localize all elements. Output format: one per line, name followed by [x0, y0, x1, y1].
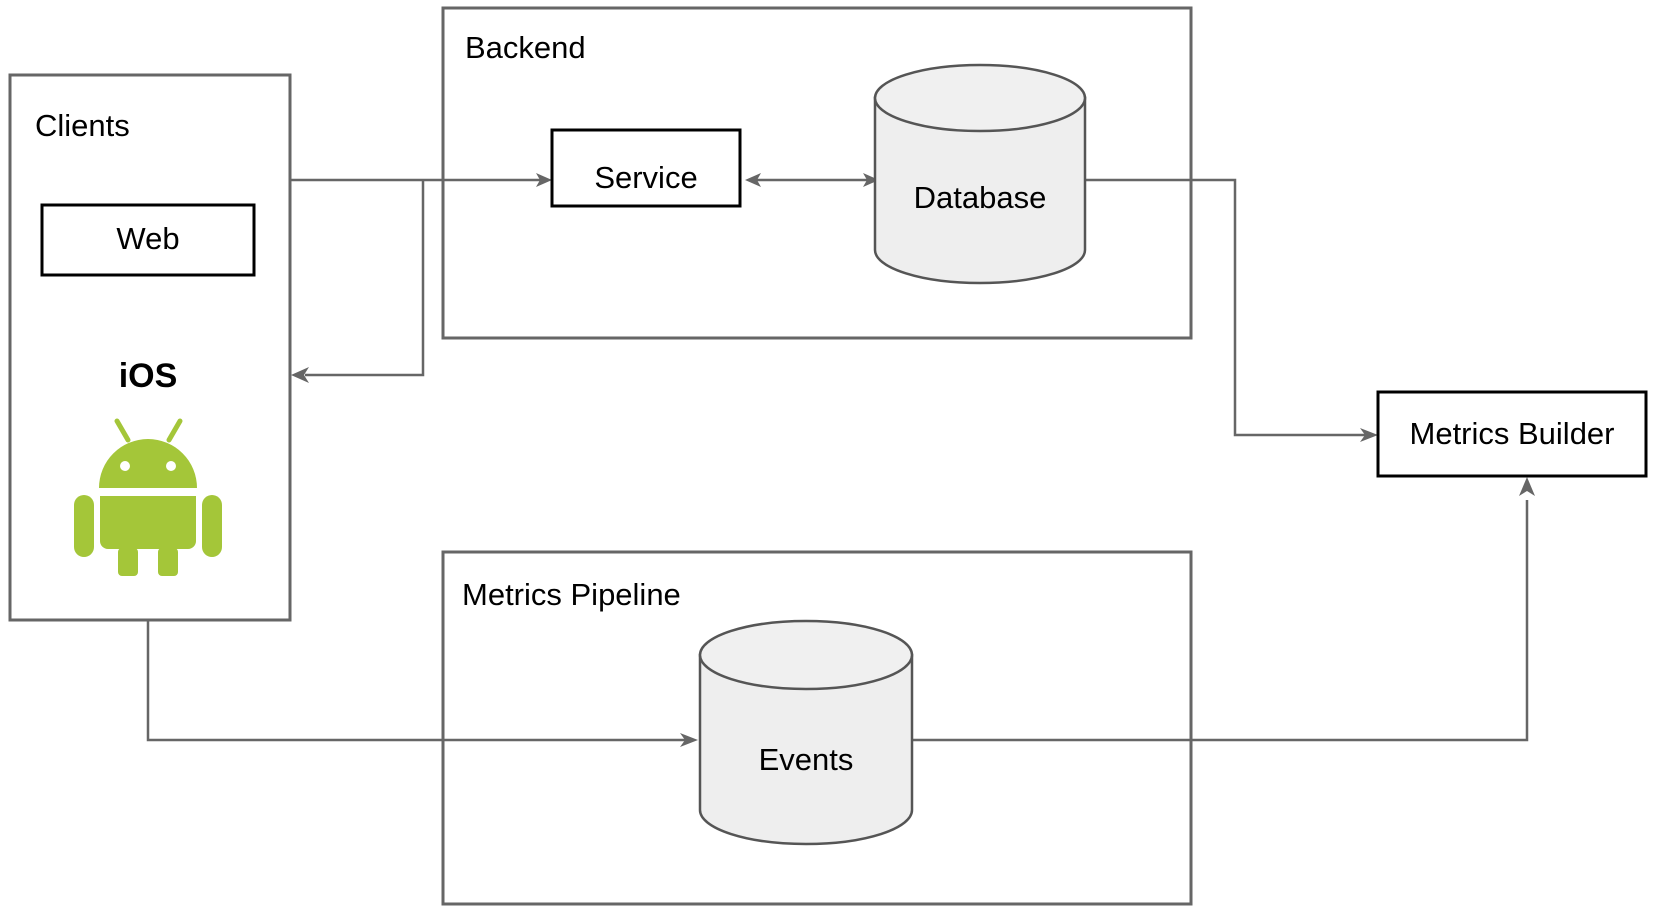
node-label-web: Web	[116, 221, 179, 256]
group-backend[interactable]	[441, 6, 1193, 340]
node-web[interactable]	[40, 203, 256, 277]
node-events[interactable]	[698, 619, 914, 846]
edge-backend-to-clients-line	[305, 180, 425, 377]
group-metrics-pipeline[interactable]	[441, 550, 1193, 906]
edge-database-to-service-arrowhead	[745, 173, 761, 187]
node-label-metrics-builder: Metrics Builder	[1410, 416, 1615, 451]
edge-database-to-metrics-builder-arrowhead	[1360, 428, 1378, 442]
node-label-service: Service	[594, 160, 697, 195]
edge-database-to-metrics-builder-line	[1086, 178, 1366, 437]
edge-service-to-database-arrowhead	[863, 173, 879, 187]
edge-clients-to-events-line	[146, 620, 685, 742]
edge-backend-to-clients-arrowhead	[291, 367, 309, 383]
node-service[interactable]	[550, 128, 742, 208]
android-robot-icon	[74, 418, 222, 576]
node-database[interactable]	[873, 63, 1087, 285]
node-label-database: Database	[914, 180, 1047, 215]
edge-clients-to-service-arrowhead	[536, 173, 552, 187]
node-label-ios: iOS	[119, 357, 178, 395]
edge-clients-to-events-arrowhead	[680, 733, 698, 747]
group-label-backend: Backend	[465, 30, 586, 65]
edge-events-to-metrics-builder-line	[912, 500, 1529, 742]
group-clients[interactable]	[8, 73, 292, 622]
edge-events-to-metrics-builder-arrowhead	[1519, 477, 1535, 496]
node-label-events: Events	[759, 742, 854, 777]
node-metrics-builder[interactable]	[1376, 390, 1648, 478]
group-label-metrics-pipeline: Metrics Pipeline	[462, 577, 681, 612]
group-label-clients: Clients	[35, 108, 130, 143]
